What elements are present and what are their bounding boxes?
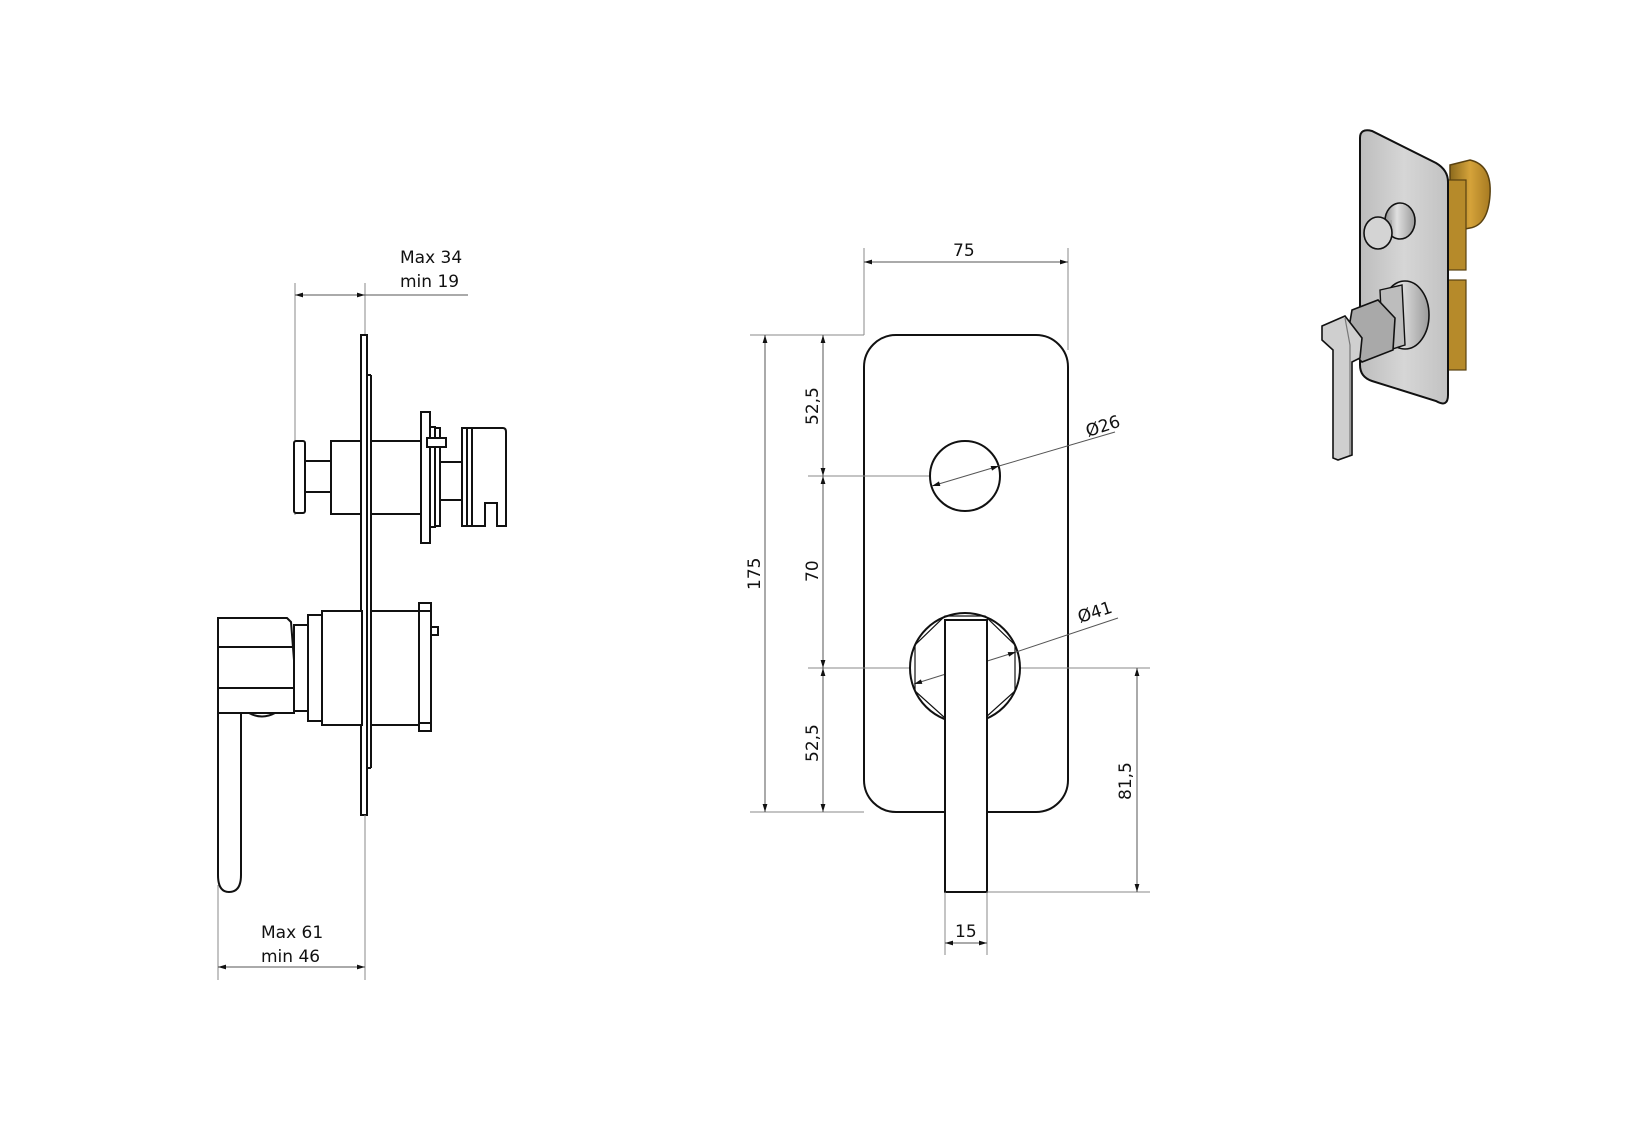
render-diverter-knob <box>1363 216 1393 250</box>
diverter-knob-side <box>293 440 306 514</box>
dim-plate-height: 175 <box>745 558 765 590</box>
dim-diverter-diameter: Ø26 <box>1083 412 1122 442</box>
dim-top-to-diverter: 52,5 <box>803 387 823 425</box>
dim-projection-max: Max 61 <box>261 923 323 943</box>
dim-diverter-to-mixer: 70 <box>803 560 823 582</box>
dim-wall-depth-min: min 19 <box>400 272 459 292</box>
dim-mixer-to-bottom: 52,5 <box>803 724 823 762</box>
mixer-lever-side <box>217 712 242 894</box>
dim-lever-length: 81,5 <box>1116 762 1136 800</box>
front-view <box>750 248 1150 955</box>
dim-plate-width: 75 <box>953 241 975 261</box>
isometric-render <box>1321 129 1491 461</box>
dim-mixer-diameter: Ø41 <box>1075 598 1114 628</box>
dim-lever-width: 15 <box>955 922 977 942</box>
mixer-handle-head-side <box>217 617 295 714</box>
render-cover-plate <box>1359 129 1449 405</box>
mixer-lever-front <box>944 619 988 893</box>
side-view <box>217 283 507 980</box>
dim-wall-depth-max: Max 34 <box>400 248 462 268</box>
render-mixer-lever <box>1321 315 1363 461</box>
wall-plate-side <box>360 334 368 816</box>
dim-projection-min: min 46 <box>261 947 320 967</box>
